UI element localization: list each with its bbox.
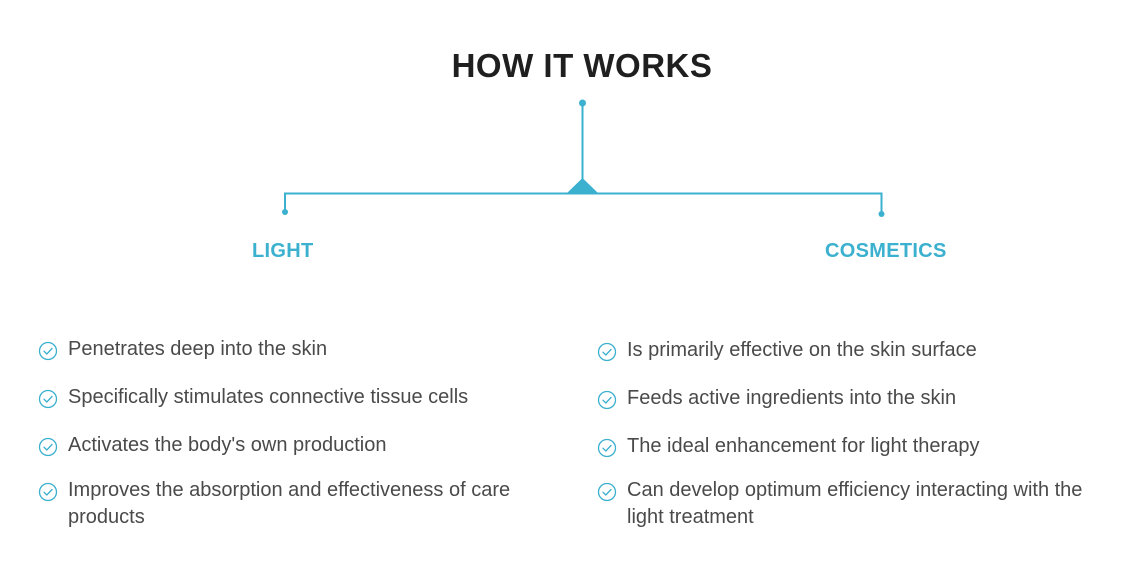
list-item: Can develop optimum efficiency interacti… [597, 477, 1117, 531]
connector-branch [284, 192, 883, 214]
check-circle-icon [597, 342, 617, 362]
check-circle-icon [38, 437, 58, 457]
list-item-text: Activates the body's own production [68, 434, 387, 456]
list-item-text: Can develop optimum efficiency interacti… [627, 479, 1083, 528]
check-circle-icon [38, 482, 58, 502]
list-item: Feeds active ingredients into the skin [597, 385, 1117, 412]
list-item: Specifically stimulates connective tissu… [38, 384, 558, 411]
list-item: Penetrates deep into the skin [38, 336, 558, 363]
list-item: Improves the absorption and effectivenes… [38, 477, 558, 531]
connector-lines [284, 103, 883, 214]
cosmetics-heading: COSMETICS [825, 240, 947, 262]
list-item-text: Feeds active ingredients into the skin [627, 387, 957, 409]
check-circle-icon [38, 341, 58, 361]
connector-top-dot [579, 99, 586, 107]
list-item-text: The ideal enhancement for light therapy [627, 435, 980, 457]
check-circle-icon [597, 390, 617, 410]
cosmetics-benefits-list: Is primarily effective on the skin surfa… [597, 337, 1117, 531]
page-title: HOW IT WORKS [451, 47, 713, 84]
list-item-text: Penetrates deep into the skin [68, 338, 328, 360]
check-circle-icon [38, 389, 58, 409]
list-item-text: Specifically stimulates connective tissu… [68, 386, 469, 408]
check-circle-icon [597, 482, 617, 502]
branch-connector-diagram [282, 99, 885, 217]
connector-left-dot [282, 209, 288, 215]
light-benefits-list: Penetrates deep into the skin Specifical… [38, 336, 558, 531]
connector-right-dot [878, 211, 885, 217]
list-item: Activates the body's own production [38, 432, 558, 459]
list-item-text: Improves the absorption and effectivenes… [68, 479, 511, 528]
connector-triangle [566, 178, 599, 194]
check-circle-icon [597, 438, 617, 458]
list-item: Is primarily effective on the skin surfa… [597, 337, 1117, 364]
list-item-text: Is primarily effective on the skin surfa… [627, 339, 977, 361]
list-item: The ideal enhancement for light therapy [597, 433, 1117, 460]
light-heading: LIGHT [252, 240, 314, 262]
